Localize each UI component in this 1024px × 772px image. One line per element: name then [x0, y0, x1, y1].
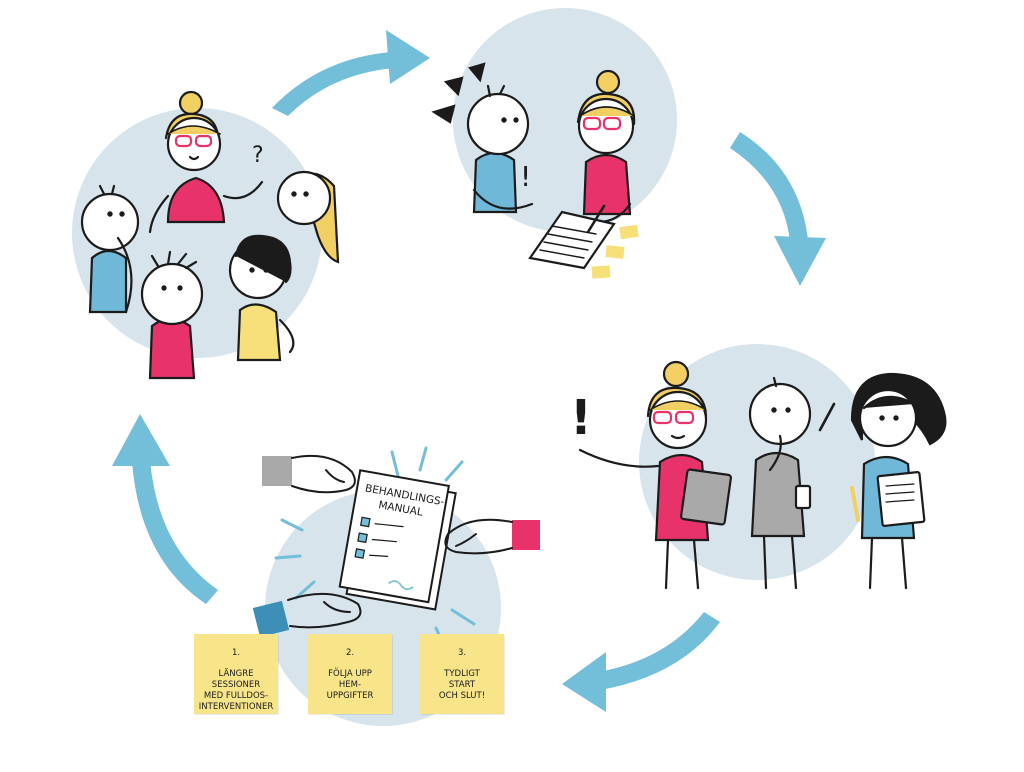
sticky-note-text: FÖLJA UPP HEM- UPPGIFTER — [326, 669, 374, 701]
person-woman-longhair — [276, 170, 340, 264]
scene-handover: BEHANDLINGS- MANUAL — [252, 446, 540, 652]
person-woman-curly — [850, 372, 947, 590]
person-man-phone — [748, 376, 836, 590]
sticky-notes-icon — [591, 224, 639, 279]
arrow-bottom-icon — [562, 612, 720, 712]
scene-team-standing — [578, 360, 947, 590]
sticky-note-number: 3. — [457, 648, 467, 658]
surprise-marks-icon — [431, 62, 486, 124]
hand-gray-icon — [262, 454, 356, 494]
person-man-surprised — [466, 84, 534, 214]
scene-pair-meeting — [431, 62, 639, 279]
person-woman-writing — [576, 69, 636, 224]
sticky-note-2: 2. FÖLJA UPP HEM- UPPGIFTER — [308, 634, 392, 714]
arrow-left-icon — [112, 414, 218, 604]
checkbox-list-icon — [354, 516, 404, 559]
person-man-curly — [228, 234, 295, 362]
hand-pink-icon — [444, 518, 540, 555]
sticky-note-text: TYDLIGT START OCH SLUT! — [438, 669, 486, 701]
cycle-arrows — [112, 30, 826, 712]
burst-lines-icon — [274, 446, 476, 652]
person-man-spiky — [140, 250, 204, 380]
arrow-top-icon — [272, 30, 430, 116]
person-woman-book — [578, 360, 732, 590]
arrow-right-icon — [730, 132, 826, 286]
hand-blue-icon — [252, 592, 362, 638]
sticky-note-number: 2. — [345, 648, 355, 658]
sticky-note-text: LÄNGRE SESSIONER MED FULLDOS- INTERVENTI… — [198, 669, 274, 712]
person-woman-glasses — [148, 90, 264, 234]
scene-group-discussion — [80, 90, 340, 380]
question-mark: ? — [252, 143, 264, 168]
notepad-icon — [528, 204, 616, 270]
exclaim-mark-small: ! — [520, 160, 531, 193]
person-man-thinking — [80, 184, 140, 314]
exclaim-mark-big: ! — [570, 390, 592, 446]
sticky-note-number: 1. — [231, 648, 241, 658]
sticky-note-1: 1. LÄNGRE SESSIONER MED FULLDOS- INTERVE… — [194, 634, 278, 714]
sticky-note-3: 3. TYDLIGT START OCH SLUT! — [420, 634, 504, 714]
treatment-manual-icon: BEHANDLINGS- MANUAL — [338, 469, 457, 611]
